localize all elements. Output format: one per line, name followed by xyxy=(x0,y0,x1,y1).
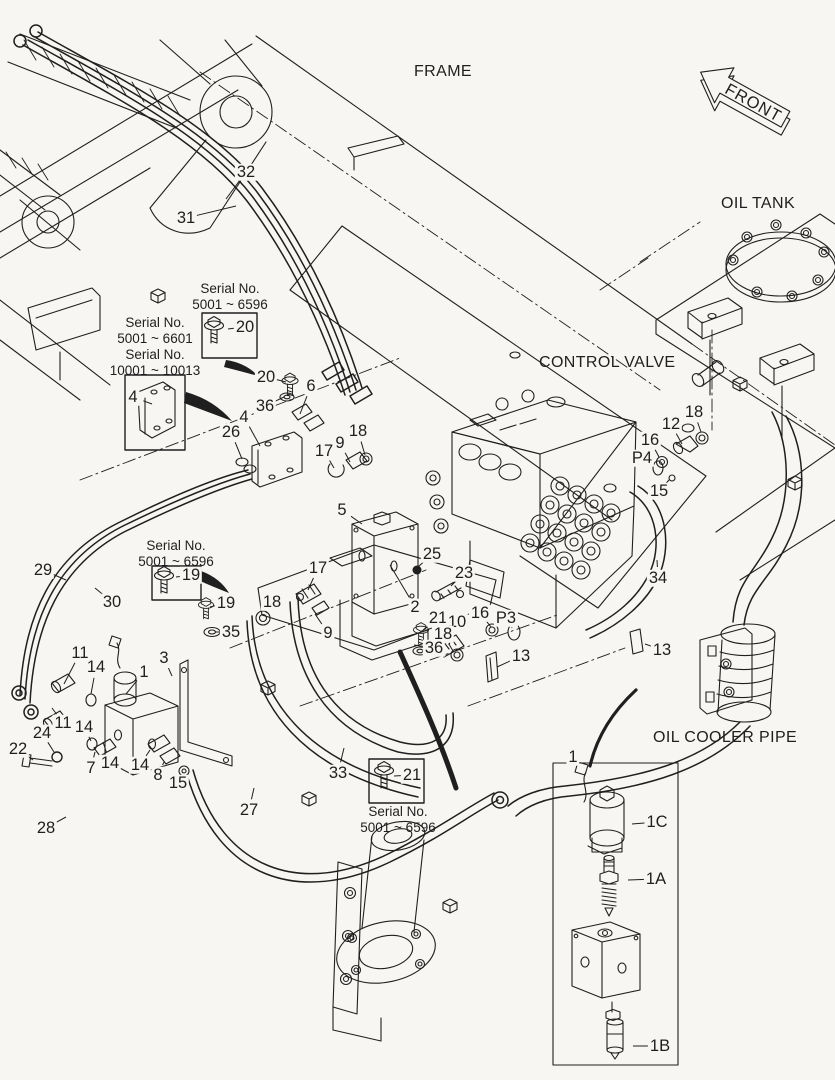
callout-21: 21 xyxy=(400,765,424,784)
callout-18: 18 xyxy=(346,421,370,440)
serial-title: Serial No. xyxy=(368,804,428,819)
callout-14: 14 xyxy=(98,753,122,772)
callout-21: 21 xyxy=(426,608,450,627)
serial-note-left: Serial No. 5001 ~ 6601 Serial No. 10001 … xyxy=(95,315,215,379)
callout-1: 1 xyxy=(566,747,580,766)
callout-14: 14 xyxy=(84,657,108,676)
callout-1B: 1B xyxy=(647,1036,673,1055)
callout-15: 15 xyxy=(647,481,671,500)
oil-cooler-detail-box xyxy=(552,762,679,1066)
callout-23: 23 xyxy=(452,563,476,582)
callout-18: 18 xyxy=(431,624,455,643)
callout-4: 4 xyxy=(237,407,251,426)
bottom-flange-drawing xyxy=(332,649,459,1042)
callout-9: 9 xyxy=(321,623,335,642)
callout-17: 17 xyxy=(306,558,330,577)
callout-P3: P3 xyxy=(493,608,519,627)
callout-20: 20 xyxy=(254,367,278,386)
oil-cooler-pipe-drawing xyxy=(507,411,803,817)
callout-5: 5 xyxy=(335,500,349,519)
oil-tank-label: OIL TANK xyxy=(721,195,796,212)
callout-36: 36 xyxy=(253,396,277,415)
callout-26: 26 xyxy=(219,422,243,441)
callout-34: 34 xyxy=(646,568,670,587)
bracket-detail-box xyxy=(124,374,186,451)
callout-31: 31 xyxy=(174,208,198,227)
callout-18: 18 xyxy=(260,592,284,611)
callout-16: 16 xyxy=(468,603,492,622)
track-and-boom-drawing xyxy=(0,33,273,381)
callout-32: 32 xyxy=(234,162,258,181)
serial-note-bottom: Serial No. 5001 ~ 6596 xyxy=(336,804,460,836)
control-valve-label: CONTROL VALVE xyxy=(539,354,676,371)
callout-1C: 1C xyxy=(644,812,670,831)
callout-14: 14 xyxy=(128,755,152,774)
pump-block-drawing xyxy=(21,635,190,777)
oil-cooler-pipe-label: OIL COOLER PIPE xyxy=(653,729,798,746)
serial-title: Serial No. xyxy=(200,281,260,296)
callout-7: 7 xyxy=(84,758,98,777)
callout-1A: 1A xyxy=(643,869,669,888)
serial-note-top: Serial No. 5001 ~ 6596 xyxy=(168,281,292,313)
callout-18: 18 xyxy=(682,402,706,421)
callout-6: 6 xyxy=(304,376,318,395)
callout-17: 17 xyxy=(312,441,336,460)
callout-13: 13 xyxy=(509,646,533,665)
fittings-drawing xyxy=(197,372,709,683)
callout-14: 14 xyxy=(72,717,96,736)
callout-1: 1 xyxy=(137,662,151,681)
callout-16: 16 xyxy=(638,430,662,449)
callout-19: 19 xyxy=(179,565,203,584)
callout-15: 15 xyxy=(166,773,190,792)
callout-11: 11 xyxy=(69,643,91,662)
detail-boxes xyxy=(124,312,425,804)
serial-range: 5001 ~ 6596 xyxy=(192,296,268,312)
callout-27: 27 xyxy=(237,800,261,819)
serial-title: Serial No. xyxy=(125,346,185,362)
serial-note-mid: Serial No. 5001 ~ 6596 xyxy=(114,538,238,570)
callout-22: 22 xyxy=(6,739,30,758)
callout-20: 20 xyxy=(233,317,257,336)
control-valve-drawing xyxy=(179,329,725,767)
callout-35: 35 xyxy=(219,622,243,641)
serial-range: 5001 ~ 6596 xyxy=(360,819,436,835)
callout-24: 24 xyxy=(30,723,54,742)
callout-25: 25 xyxy=(420,544,444,563)
callout-12: 12 xyxy=(659,414,683,433)
serial-box-bottom xyxy=(368,758,425,804)
oil-tank-drawing xyxy=(599,213,835,449)
oil-cooler-detail-drawing xyxy=(552,688,679,1066)
callout-28: 28 xyxy=(34,818,58,837)
callout-2: 2 xyxy=(408,597,422,616)
callout-9: 9 xyxy=(333,433,347,452)
serial-title: Serial No. xyxy=(125,315,185,330)
serial-range: 5001 ~ 6596 xyxy=(138,553,214,569)
serial-title: Serial No. xyxy=(146,538,206,553)
callout-P4: P4 xyxy=(629,448,655,467)
serial-box-top xyxy=(201,312,258,359)
callout-29: 29 xyxy=(31,560,55,579)
serial-range: 5001 ~ 6601 xyxy=(117,330,193,346)
callout-13: 13 xyxy=(650,640,674,659)
callout-11: 11 xyxy=(52,713,74,732)
callout-3: 3 xyxy=(157,648,171,667)
callout-4: 4 xyxy=(126,387,140,406)
callout-30: 30 xyxy=(100,592,124,611)
callout-33: 33 xyxy=(326,763,350,782)
callout-19: 19 xyxy=(214,593,238,612)
frame-label: FRAME xyxy=(414,63,472,80)
serial-range: 10001 ~ 10013 xyxy=(109,362,201,378)
callout-36: 36 xyxy=(422,638,446,657)
callout-8: 8 xyxy=(151,765,165,784)
